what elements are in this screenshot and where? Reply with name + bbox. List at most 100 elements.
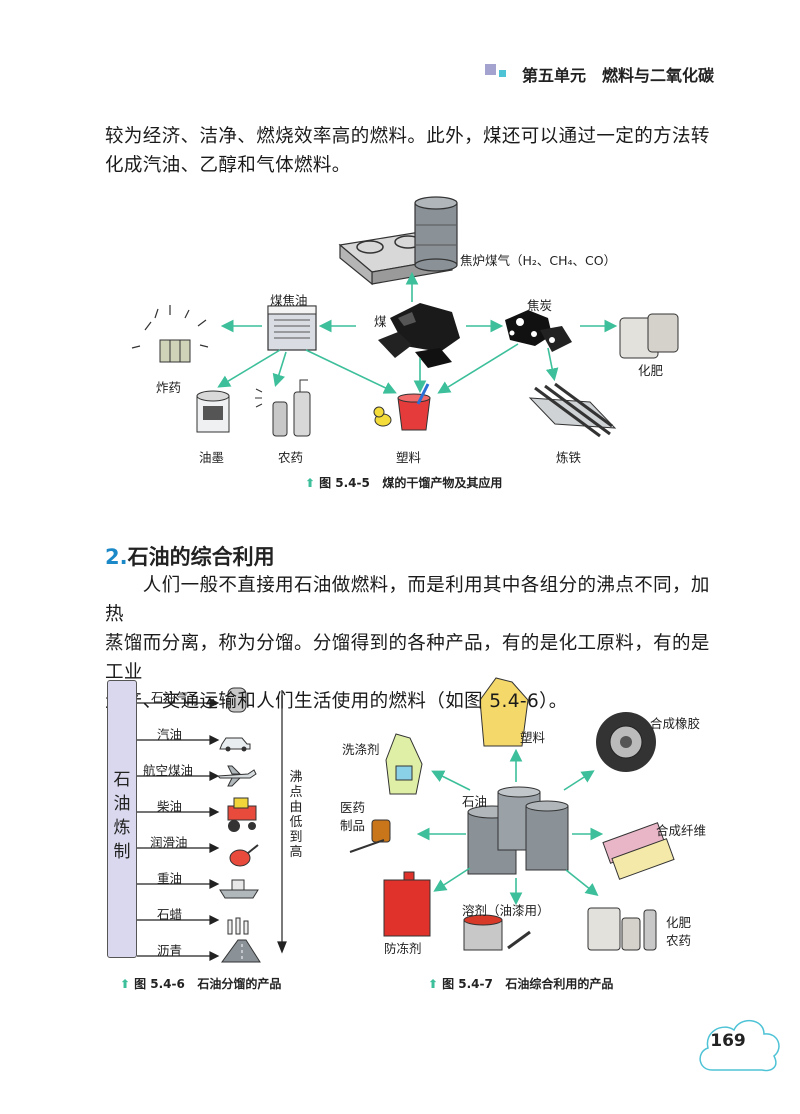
- refining-char: 油: [113, 794, 131, 814]
- fabric-rolls-icon: [602, 822, 675, 880]
- explosive-icon: [131, 305, 209, 363]
- raincoat-icon: [479, 677, 529, 747]
- paragraph-line: 蒸馏而分离，称为分馏。分馏得到的各种产品，有的是化工原料，有的是工业: [105, 633, 710, 683]
- label-synthetic-rubber: 合成橡胶: [650, 716, 701, 731]
- label-fertilizer: 化肥: [666, 915, 692, 930]
- caption-number: 图 5.4-5: [319, 476, 370, 490]
- product-heavy-oil: 重油: [157, 871, 183, 886]
- label-plastics: 塑料: [520, 730, 546, 745]
- ship-icon: [219, 879, 259, 899]
- product-gasoline: 汽油: [157, 727, 183, 742]
- label-petroleum: 石油: [462, 794, 488, 809]
- label-coke-oven-gas: 焦炉煤气（H₂、CH₄、CO）: [460, 253, 617, 268]
- label-medicine-line2: 制品: [340, 818, 366, 833]
- section-number: 2.: [105, 545, 128, 569]
- caption-text: 煤的干馏产物及其应用: [382, 476, 503, 490]
- label-ironmaking: 炼铁: [556, 450, 582, 465]
- boiling-char: 高: [289, 845, 303, 860]
- label-coke: 焦炭: [527, 298, 553, 313]
- coal-tar-tank-icon: [267, 305, 317, 351]
- paint-bucket-icon: [463, 914, 531, 951]
- figure-6-arrows: [137, 690, 287, 961]
- tractor-icon: [227, 797, 257, 832]
- tire-icon: [596, 712, 656, 772]
- product-paraffin: 石蜡: [157, 907, 183, 922]
- caption-number: 图 5.4-7: [442, 977, 493, 991]
- petroleum-paragraph: 人们一般不直接用石油做燃料，而是利用其中各组分的沸点不同，加热 蒸馏而分离，称为…: [105, 571, 725, 716]
- oil-barrels-icon: [467, 786, 569, 875]
- figure-7-arrows: [416, 748, 604, 906]
- paragraph-line: 人们一般不直接用石油做燃料，而是利用其中各组分的沸点不同，加热: [105, 575, 710, 625]
- refining-char: 制: [113, 842, 131, 862]
- petroleum-refining-label: 石 油 炼 制: [110, 768, 134, 864]
- boiling-char: 到: [289, 830, 303, 845]
- iron-bars-icon: [528, 382, 617, 438]
- ink-bucket-icon: [196, 390, 230, 433]
- plastic-bucket-icon: [373, 383, 431, 431]
- boiling-char: 点: [289, 785, 303, 800]
- product-lubricant: 润滑油: [150, 835, 188, 850]
- page-number-cloud-icon: [699, 1020, 780, 1072]
- header-title: 第五单元 燃料与二氧化碳: [522, 66, 715, 85]
- label-explosive: 炸药: [156, 380, 182, 395]
- header-square: [499, 70, 506, 77]
- label-fertilizer: 化肥: [638, 363, 664, 378]
- detergent-bottle-icon: [385, 733, 423, 795]
- coke-icon: [505, 310, 572, 352]
- section-title-text: 石油的综合利用: [127, 545, 275, 569]
- fertilizer-pesticide-icon: [587, 907, 657, 951]
- label-coal: 煤: [374, 314, 387, 329]
- refining-char: 石: [113, 770, 131, 790]
- caption-arrow-icon: ⬆: [305, 476, 316, 490]
- pesticide-sprayer-icon: [255, 379, 311, 437]
- header-square: [485, 64, 496, 75]
- medicine-icon: [349, 819, 391, 853]
- label-ink: 油墨: [199, 450, 225, 465]
- caption-number: 图 5.4-6: [134, 977, 185, 991]
- product-diesel: 柴油: [157, 799, 183, 814]
- gas-cylinder-icon: [414, 196, 458, 272]
- page-number-container: 169: [697, 1015, 759, 1071]
- fertilizer-bag-icon: [619, 313, 679, 359]
- label-medicine-line1: 医药: [340, 800, 366, 815]
- boiling-char: 低: [289, 815, 303, 830]
- candles-icon: [227, 917, 249, 935]
- section-heading: 2.石油的综合利用: [105, 541, 275, 571]
- caption-arrow-icon: ⬆: [120, 977, 131, 991]
- refining-char: 炼: [113, 818, 131, 838]
- label-coal-tar: 煤焦油: [270, 293, 308, 308]
- car-icon: [219, 737, 251, 752]
- figure-5-arrows: [217, 271, 618, 394]
- airplane-icon: [216, 765, 257, 787]
- boiling-char: 由: [289, 800, 303, 815]
- road-icon: [221, 939, 261, 963]
- figure-5-4-5-caption: ⬆图 5.4-5 煤的干馏产物及其应用: [305, 474, 502, 491]
- product-asphalt: 沥青: [157, 943, 183, 958]
- antifreeze-can-icon: [383, 871, 431, 937]
- oil-can-icon: [229, 844, 259, 867]
- figure-5-4-6-caption: ⬆图 5.4-6 石油分馏的产品: [120, 975, 281, 992]
- product-jet-fuel: 航空煤油: [143, 763, 194, 778]
- label-detergent: 洗涤剂: [342, 742, 380, 757]
- caption-arrow-icon: ⬆: [428, 977, 439, 991]
- petroleum-refining-box: [107, 680, 137, 958]
- page-number: 169: [710, 1031, 746, 1051]
- paragraph-line: 化成汽油、乙醇和气体燃料。: [105, 155, 351, 176]
- intro-paragraph: 较为经济、洁净、燃烧效率高的燃料。此外，煤还可以通过一定的方法转 化成汽油、乙醇…: [105, 122, 725, 180]
- paragraph-line: 生产、交通运输和人们生活使用的燃料（如图 5.4-6）。: [105, 691, 568, 712]
- label-plastic: 塑料: [396, 450, 422, 465]
- boiling-point-label: 沸 点 由 低 到 高: [287, 770, 305, 860]
- caption-text: 石油分馏的产品: [197, 977, 282, 991]
- label-pesticide: 农药: [278, 450, 304, 465]
- label-synthetic-fiber: 合成纤维: [656, 823, 707, 838]
- boiling-char: 沸: [289, 770, 303, 785]
- label-antifreeze: 防冻剂: [384, 941, 422, 956]
- product-petroleum-gas: 石油气: [151, 690, 189, 705]
- caption-text: 石油综合利用的产品: [505, 977, 614, 991]
- paragraph-line: 较为经济、洁净、燃烧效率高的燃料。此外，煤还可以通过一定的方法转: [105, 126, 710, 147]
- petroleum-gas-tank-icon: [227, 687, 247, 713]
- label-pesticides: 农药: [666, 933, 692, 948]
- label-solvent: 溶剂（油漆用）: [462, 903, 550, 918]
- coal-icon: [378, 303, 460, 368]
